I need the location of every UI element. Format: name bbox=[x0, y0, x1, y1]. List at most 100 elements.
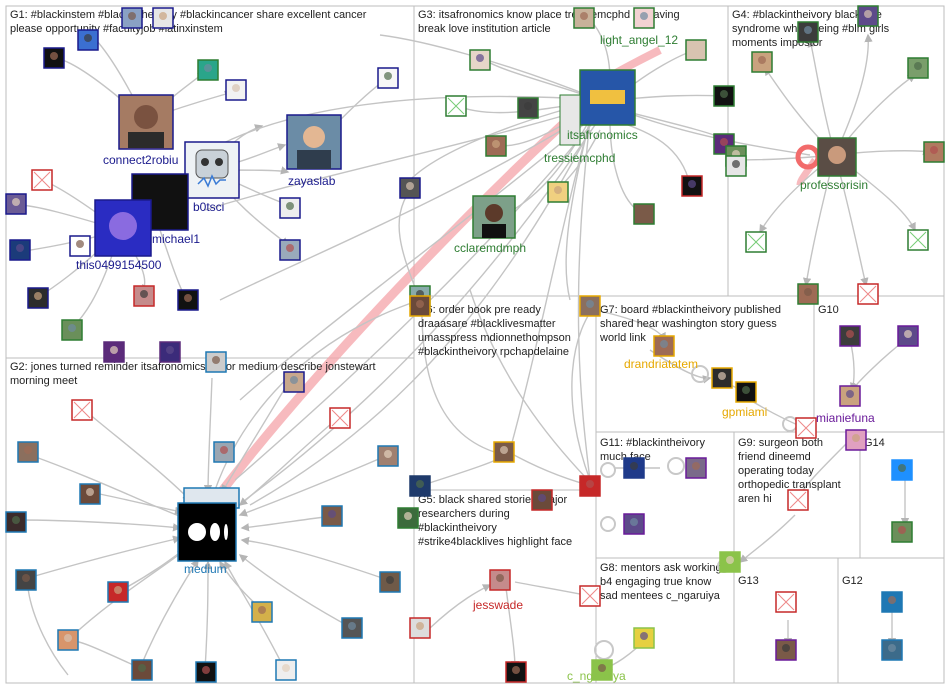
node-avatar[interactable] bbox=[251, 601, 273, 623]
node-avatar[interactable] bbox=[653, 335, 675, 357]
node-cclaremdmph[interactable] bbox=[472, 195, 516, 239]
node-avatar[interactable] bbox=[225, 79, 247, 101]
node-avatar[interactable] bbox=[839, 385, 861, 407]
node-avatar[interactable] bbox=[505, 661, 527, 683]
node-avatar[interactable] bbox=[633, 7, 655, 29]
node-avatar[interactable] bbox=[797, 21, 819, 43]
node-avatar[interactable] bbox=[897, 325, 919, 347]
node-professorisin[interactable] bbox=[795, 137, 857, 177]
node-avatar[interactable] bbox=[775, 639, 797, 661]
node-avatar[interactable] bbox=[857, 5, 879, 27]
node-avatar[interactable] bbox=[5, 193, 27, 215]
node-avatar[interactable] bbox=[857, 283, 879, 305]
node-this0499154500[interactable] bbox=[94, 199, 152, 257]
node-avatar[interactable] bbox=[735, 381, 757, 403]
node-avatar[interactable] bbox=[341, 617, 363, 639]
node-avatar[interactable] bbox=[107, 581, 129, 603]
node-avatar[interactable] bbox=[775, 591, 797, 613]
node-avatar[interactable] bbox=[891, 459, 913, 481]
node-avatar[interactable] bbox=[275, 659, 297, 681]
node-avatar[interactable] bbox=[31, 169, 53, 191]
node-avatar[interactable] bbox=[213, 441, 235, 463]
node-avatar[interactable] bbox=[79, 483, 101, 505]
node-avatar[interactable] bbox=[845, 429, 867, 451]
node-avatar[interactable] bbox=[623, 513, 645, 535]
node-avatar[interactable] bbox=[159, 341, 181, 363]
node-avatar[interactable] bbox=[321, 505, 343, 527]
node-avatar[interactable] bbox=[547, 181, 569, 203]
node-avatar[interactable] bbox=[839, 325, 861, 347]
node-avatar[interactable] bbox=[923, 141, 945, 163]
node-avatar[interactable] bbox=[377, 445, 399, 467]
node-avatar[interactable] bbox=[71, 399, 93, 421]
node-avatar[interactable] bbox=[121, 7, 143, 29]
node-avatar[interactable] bbox=[152, 7, 174, 29]
node-avatar[interactable] bbox=[881, 591, 903, 613]
node-avatar[interactable] bbox=[681, 175, 703, 197]
node-avatar[interactable] bbox=[409, 475, 431, 497]
node-itsafronomics[interactable] bbox=[559, 69, 636, 146]
node-avatar[interactable] bbox=[133, 285, 155, 307]
node-avatar[interactable] bbox=[685, 457, 707, 479]
node-avatar[interactable] bbox=[797, 283, 819, 305]
node-avatar[interactable] bbox=[795, 417, 817, 439]
node-zayaslab[interactable] bbox=[286, 114, 342, 170]
node-avatar[interactable] bbox=[633, 627, 655, 649]
node-avatar[interactable] bbox=[9, 239, 31, 261]
node-avatar[interactable] bbox=[633, 203, 655, 225]
node-avatar[interactable] bbox=[27, 287, 49, 309]
node-avatar[interactable] bbox=[531, 489, 553, 511]
node-avatar[interactable] bbox=[379, 571, 401, 593]
node-avatar[interactable] bbox=[469, 49, 491, 71]
node-avatar[interactable] bbox=[725, 155, 747, 177]
node-avatar[interactable] bbox=[329, 407, 351, 429]
node-avatar[interactable] bbox=[445, 95, 467, 117]
node-avatar[interactable] bbox=[685, 39, 707, 61]
node-avatar[interactable] bbox=[719, 551, 741, 573]
node-avatar[interactable] bbox=[579, 585, 601, 607]
node-avatar[interactable] bbox=[787, 489, 809, 511]
node-avatar[interactable] bbox=[69, 235, 91, 257]
node-avatar[interactable] bbox=[409, 617, 431, 639]
node-avatar[interactable] bbox=[205, 351, 227, 373]
node-avatar[interactable] bbox=[881, 639, 903, 661]
node-avatar[interactable] bbox=[43, 47, 65, 69]
node-avatar[interactable] bbox=[17, 441, 39, 463]
node-avatar[interactable] bbox=[591, 659, 613, 681]
node-avatar[interactable] bbox=[409, 295, 431, 317]
node-avatar[interactable] bbox=[103, 341, 125, 363]
node-avatar[interactable] bbox=[177, 289, 199, 311]
node-avatar[interactable] bbox=[891, 521, 913, 543]
node-avatar[interactable] bbox=[907, 57, 929, 79]
node-avatar[interactable] bbox=[579, 475, 601, 497]
node-avatar[interactable] bbox=[579, 295, 601, 317]
node-avatar[interactable] bbox=[283, 371, 305, 393]
node-avatar[interactable] bbox=[279, 197, 301, 219]
node-avatar[interactable] bbox=[61, 319, 83, 341]
node-avatar[interactable] bbox=[197, 59, 219, 81]
node-avatar[interactable] bbox=[713, 85, 735, 107]
node-connect2robiul[interactable] bbox=[118, 94, 174, 150]
node-avatar[interactable] bbox=[745, 231, 767, 253]
node-avatar[interactable] bbox=[77, 29, 99, 51]
node-avatar[interactable] bbox=[195, 661, 217, 683]
node-avatar[interactable] bbox=[711, 367, 733, 389]
node-medium[interactable] bbox=[177, 487, 240, 562]
node-avatar[interactable] bbox=[5, 511, 27, 533]
node-avatar[interactable] bbox=[907, 229, 929, 251]
node-avatar[interactable] bbox=[489, 569, 511, 591]
node-b0tsci[interactable] bbox=[184, 141, 240, 199]
node-avatar[interactable] bbox=[131, 659, 153, 681]
node-avatar[interactable] bbox=[15, 569, 37, 591]
node-avatar[interactable] bbox=[573, 7, 595, 29]
node-avatar[interactable] bbox=[397, 507, 419, 529]
node-avatar[interactable] bbox=[399, 177, 421, 199]
node-avatar[interactable] bbox=[751, 51, 773, 73]
node-avatar[interactable] bbox=[623, 457, 645, 479]
node-avatar[interactable] bbox=[377, 67, 399, 89]
node-avatar[interactable] bbox=[485, 135, 507, 157]
node-avatar[interactable] bbox=[493, 441, 515, 463]
node-avatar[interactable] bbox=[279, 239, 301, 261]
node-avatar[interactable] bbox=[57, 629, 79, 651]
node-avatar[interactable] bbox=[517, 97, 539, 119]
